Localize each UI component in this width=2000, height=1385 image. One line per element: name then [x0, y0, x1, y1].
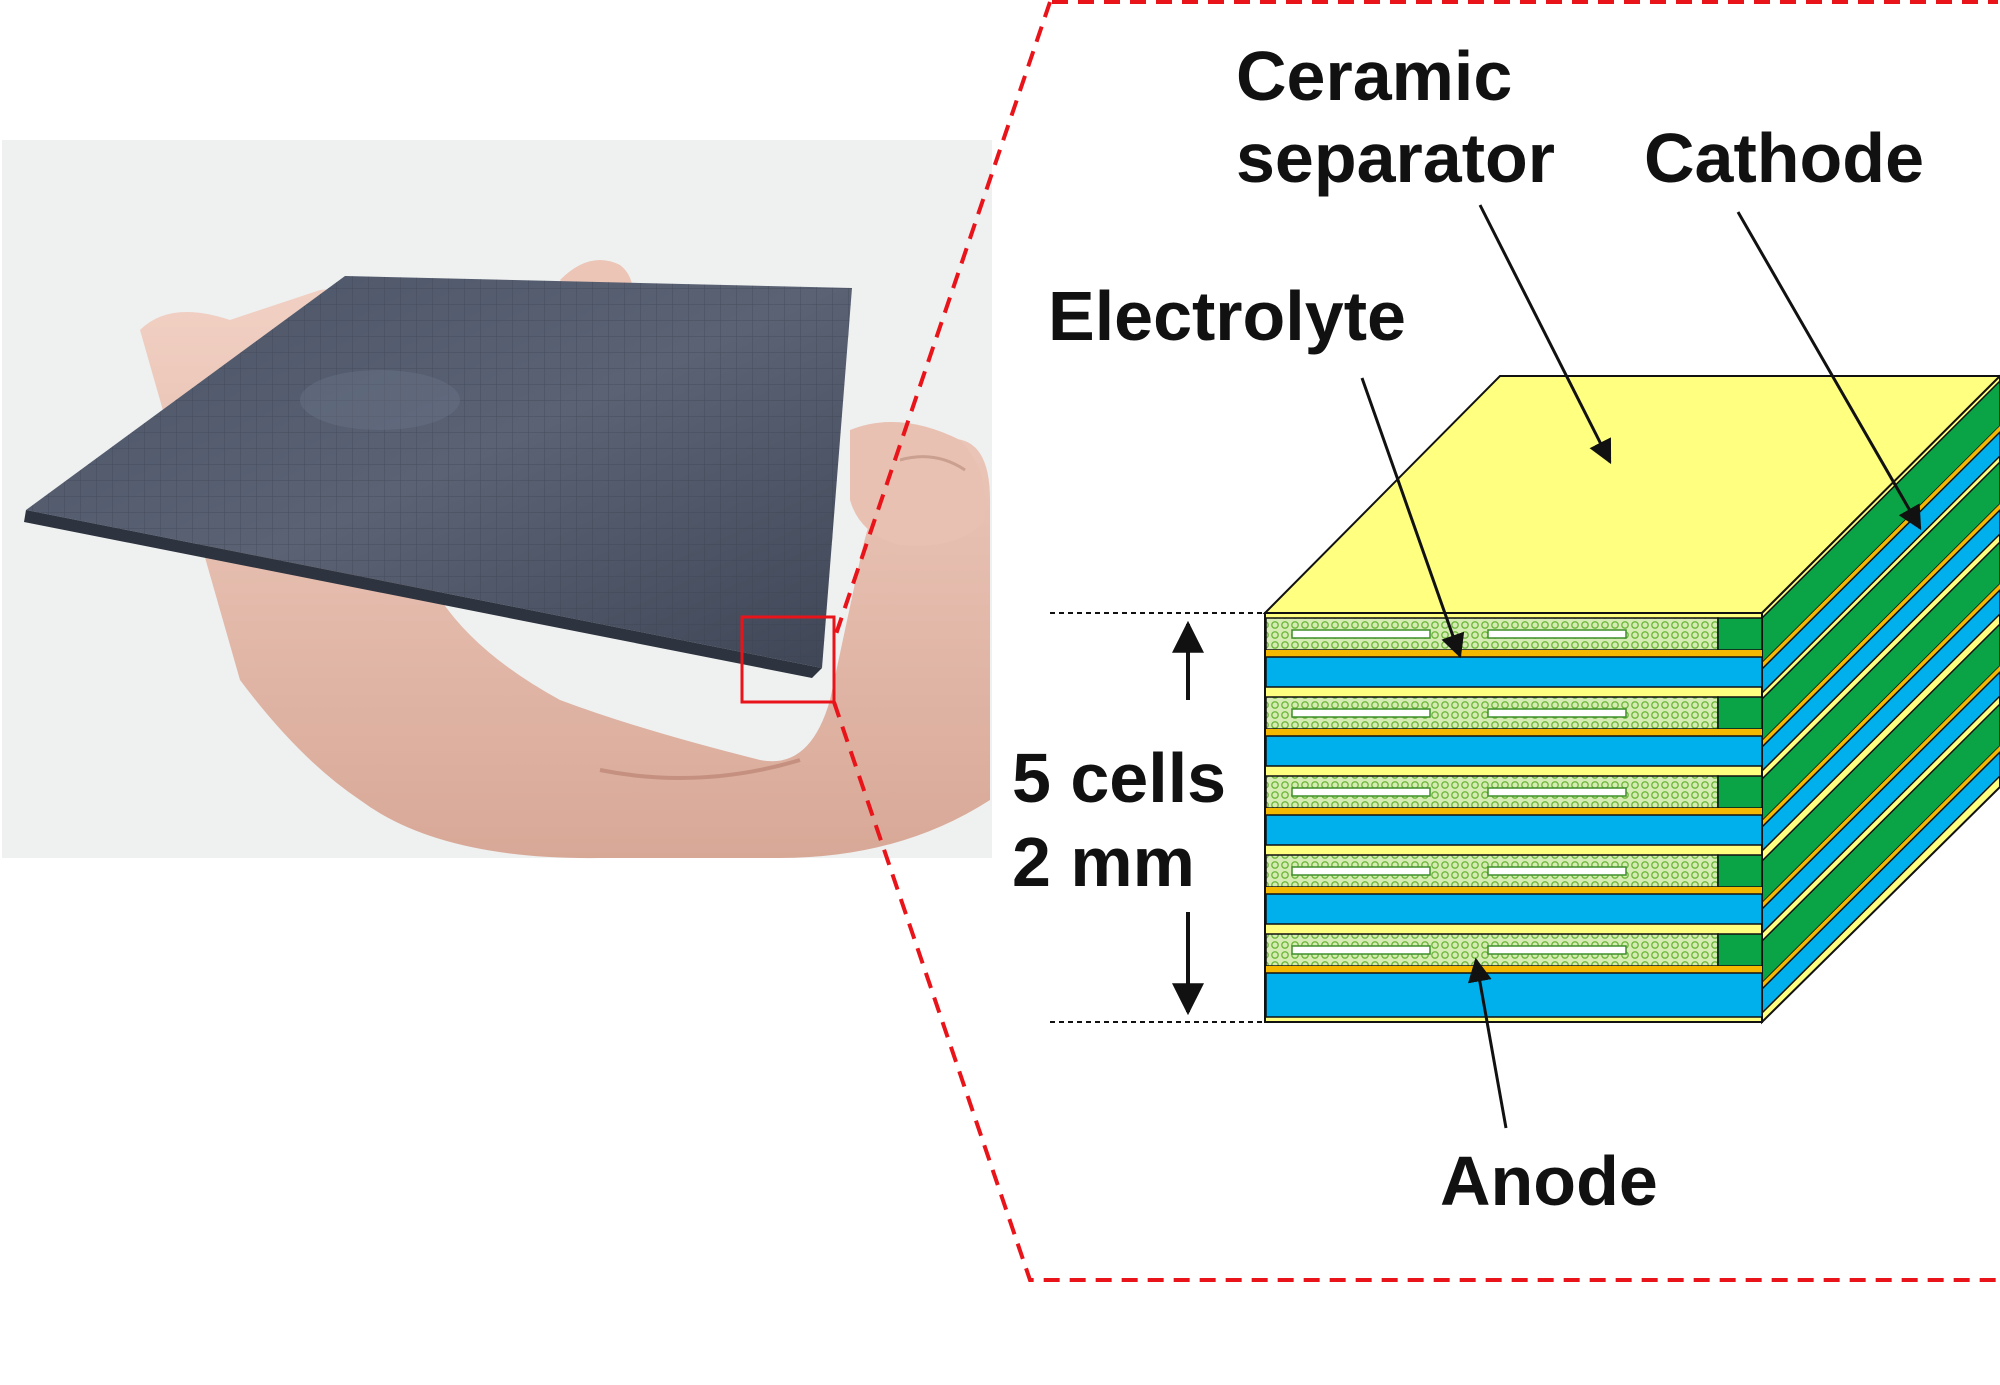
cell-2	[1265, 696, 1763, 767]
cell-5	[1265, 933, 1763, 1018]
cathode-arrow	[1736, 211, 1922, 531]
separator-arrow	[1478, 204, 1612, 465]
label-cathode: Cathode	[1644, 119, 1924, 197]
photo-panel	[2, 140, 992, 859]
label-ceramic-line2: separator	[1236, 119, 1555, 197]
thickness-guides	[1050, 612, 1265, 1023]
label-ceramic-line1: Ceramic	[1236, 37, 1512, 115]
label-stack-count: 5 cells	[1012, 739, 1226, 817]
leader-arrows	[1360, 204, 1922, 1129]
side-face-layers	[1761, 379, 2000, 1015]
electrolyte-arrow	[1360, 377, 1465, 659]
stack-diagram: Ceramic separator Cathode Electrolyte An…	[1012, 37, 2000, 1220]
label-electrolyte: Electrolyte	[1048, 277, 1406, 355]
cell-4	[1265, 854, 1763, 925]
cell-1	[1265, 617, 1763, 688]
cell-3	[1265, 775, 1763, 846]
cell-layers	[1265, 617, 1763, 1018]
zoom-region-box	[740, 615, 836, 704]
anode-arrow	[1467, 957, 1508, 1129]
label-anode: Anode	[1440, 1142, 1658, 1220]
zoom-outline	[832, 0, 1998, 1282]
label-stack-thickness: 2 mm	[1012, 823, 1195, 901]
cell-plate-photo	[24, 276, 852, 678]
